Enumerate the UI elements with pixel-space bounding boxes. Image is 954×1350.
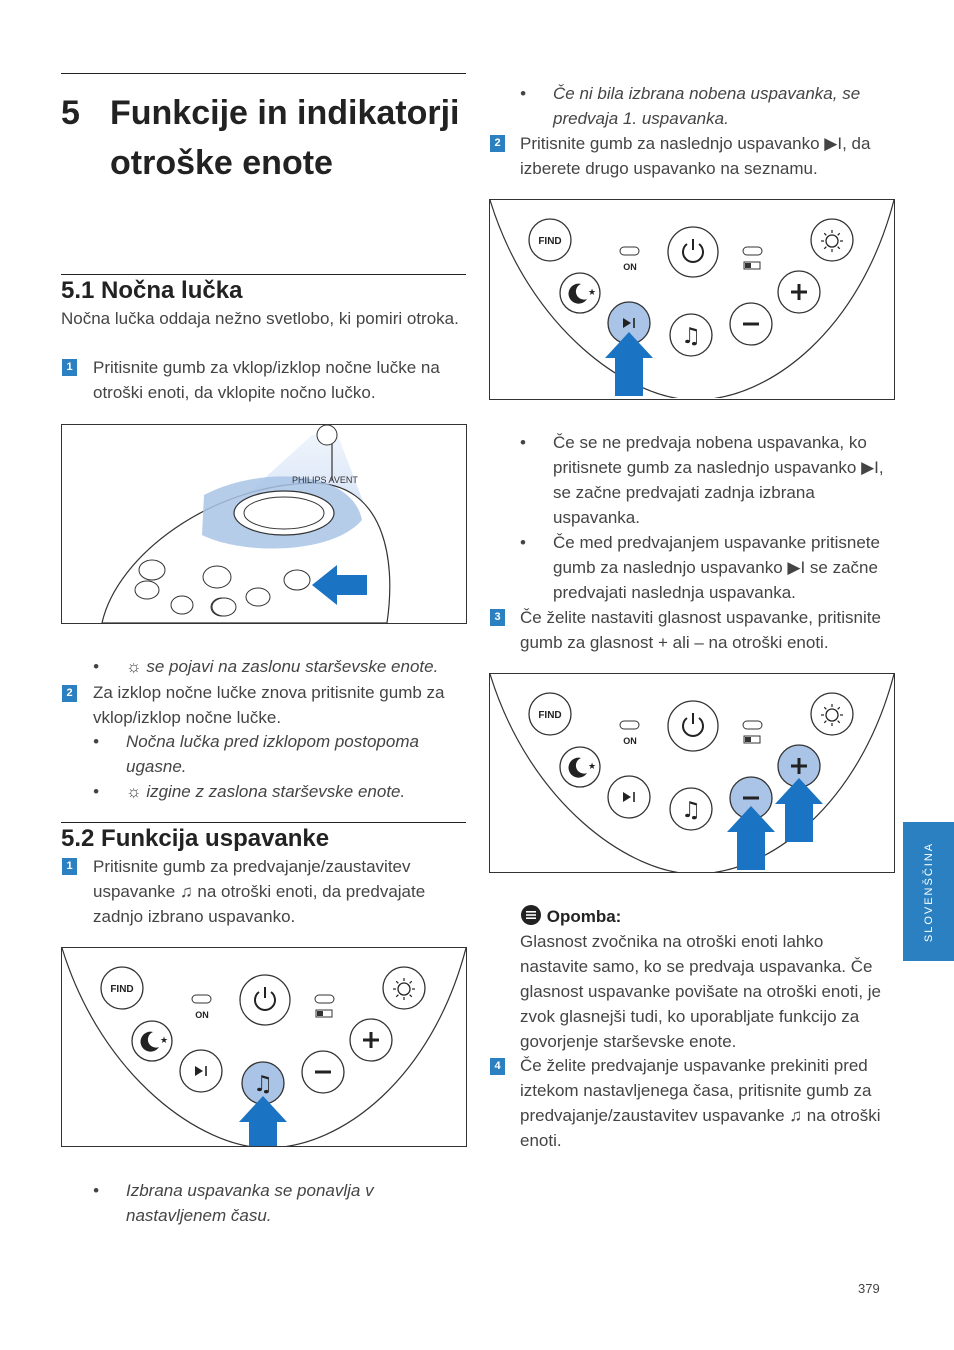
svg-text:♫: ♫: [681, 798, 701, 823]
lullaby-play-button: ♫: [669, 787, 713, 831]
power-button: [667, 226, 719, 278]
pointer-arrow-icon: [775, 778, 823, 842]
svg-text:★: ★: [160, 1036, 168, 1046]
svg-text:♫: ♫: [253, 1072, 273, 1097]
figure-volume-buttons: FIND ON ★ ♫: [489, 673, 895, 873]
device-outline: [490, 674, 894, 872]
section-rule: [61, 822, 466, 823]
lullaby-play-button: ♫: [669, 313, 713, 357]
step-number: 2: [490, 135, 505, 152]
power-button: [239, 974, 291, 1026]
battery-indicator-icon: [742, 720, 763, 744]
step-number: 2: [62, 685, 77, 702]
find-button: FIND: [528, 218, 572, 262]
svg-text:★: ★: [588, 762, 596, 772]
top-rule: [61, 73, 466, 74]
section-heading: 5.1 Nočna lučka: [61, 277, 243, 304]
on-indicator: ON: [619, 246, 640, 272]
power-button: [667, 700, 719, 752]
svg-text:ON: ON: [623, 262, 637, 272]
light-icon: ☼: [126, 657, 147, 676]
next-lullaby-button: [179, 1049, 223, 1093]
lullaby-moon-button: ★: [559, 746, 601, 788]
step-text: Pritisnite gumb za predvajanje/zaustavit…: [93, 857, 426, 926]
chapter-title: Funkcije in indikatorji otroške enote: [110, 94, 460, 182]
pointer-arrow-icon: [605, 332, 653, 396]
device-outline: [62, 948, 466, 1146]
svg-text:ON: ON: [623, 736, 637, 746]
lullaby-moon-button: ★: [131, 1020, 173, 1062]
volume-down-button: [729, 302, 773, 346]
figure-night-light: PHILIPS AVENT: [61, 424, 467, 624]
step-text: Če želite nastaviti glasnost uspavanke, …: [520, 608, 881, 652]
on-indicator: ON: [619, 720, 640, 746]
volume-down-button: [301, 1050, 345, 1094]
volume-up-button: [777, 270, 821, 314]
note-icon: [521, 905, 541, 925]
page-number: 379: [858, 1281, 880, 1296]
night-light-button: [810, 692, 854, 736]
find-button: FIND: [100, 966, 144, 1010]
step-number: 1: [62, 359, 77, 376]
brand-label: PHILIPS AVENT: [292, 475, 358, 485]
step-number: 3: [490, 609, 505, 626]
svg-text:FIND: FIND: [538, 710, 561, 721]
figure-next-lullaby: FIND ON ★ ♫: [489, 199, 895, 400]
step-number: 1: [62, 858, 77, 875]
lullaby-moon-button: ★: [559, 272, 601, 314]
battery-indicator-icon: [742, 246, 763, 270]
device-outline: [490, 200, 894, 399]
volume-up-button: [349, 1018, 393, 1062]
paragraph: Nočna lučka oddaja nežno svetlobo, ki po…: [61, 309, 459, 328]
step-text: Za izklop nočne lučke znova pritisnite g…: [93, 683, 445, 727]
volume-up-button: [777, 744, 821, 788]
svg-text:♫: ♫: [681, 324, 701, 349]
language-tab: SLOVENŠČINA: [903, 822, 954, 961]
step-text: Pritisnite gumb za naslednjo uspavanko ▶…: [520, 134, 871, 178]
pointer-arrow-icon: [727, 806, 775, 870]
find-button: FIND: [528, 692, 572, 736]
step-text: Pritisnite gumb za vklop/izklop nočne lu…: [93, 358, 440, 402]
step-number: 4: [490, 1058, 505, 1075]
note-text: Glasnost zvočnika na otroški enoti lahko…: [520, 932, 882, 1051]
step-text: Če želite predvajanje uspavanke prekinit…: [520, 1056, 881, 1150]
battery-indicator-icon: [314, 994, 335, 1018]
lullaby-play-button: ♫: [241, 1061, 285, 1105]
next-lullaby-button: [607, 775, 651, 819]
section-rule: [61, 274, 466, 275]
night-light-button: [810, 218, 854, 262]
night-light-button: [382, 966, 426, 1010]
light-icon: ☼: [126, 782, 147, 801]
svg-text:FIND: FIND: [110, 984, 133, 995]
figure-lullaby-button: FIND ON ★ ♫: [61, 947, 467, 1147]
note-heading: Opomba:: [520, 904, 900, 927]
chapter-number: 5: [61, 94, 80, 132]
pointer-arrow-icon: [239, 1096, 287, 1146]
on-indicator: ON: [191, 994, 212, 1020]
section-heading: 5.2 Funkcija uspavanke: [61, 825, 330, 852]
next-lullaby-button: [607, 301, 651, 345]
svg-text:★: ★: [588, 288, 596, 298]
svg-text:FIND: FIND: [538, 236, 561, 247]
svg-text:ON: ON: [195, 1010, 209, 1020]
